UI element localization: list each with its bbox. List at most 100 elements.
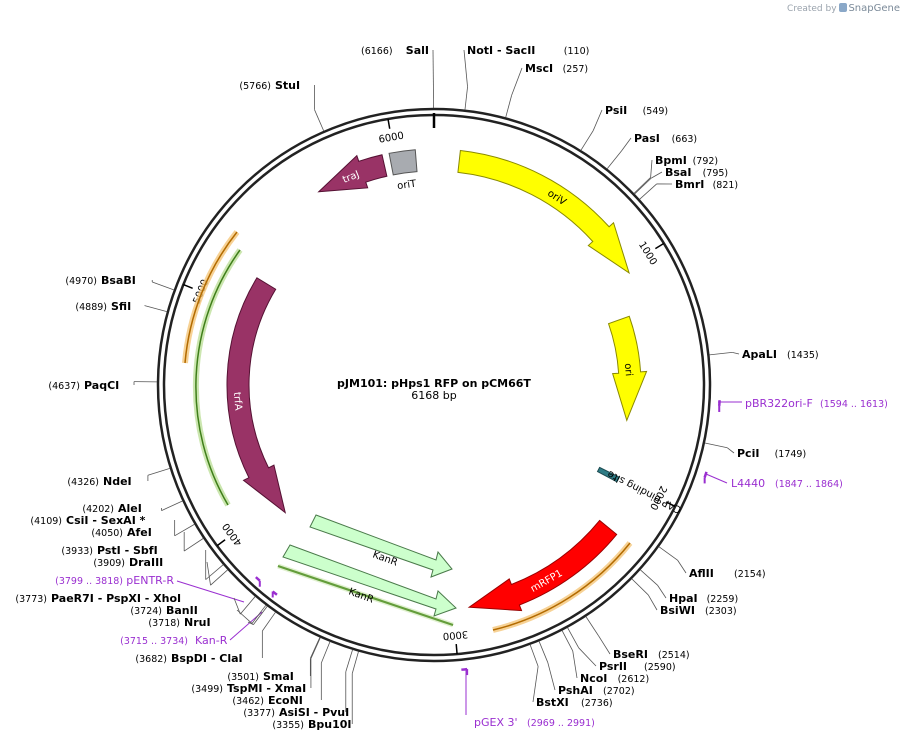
site-position: (4970) — [65, 276, 97, 287]
site-csii-sexai[interactable]: (4109)CsiI - SexAI * — [30, 514, 195, 537]
tick-mark — [183, 283, 193, 290]
site-name: TspMI - XmaI — [227, 682, 306, 695]
site-position: (110) — [564, 46, 590, 57]
site-name: PstI - SbfI — [97, 544, 158, 557]
site-name: PaqCI — [84, 379, 119, 392]
feature-oriV[interactable]: oriV — [457, 149, 630, 275]
site-bspdi-clai[interactable]: (3682)BspDI - ClaI — [135, 611, 276, 665]
site-position: (3909) — [93, 558, 125, 569]
site-name: NcoI — [580, 672, 607, 685]
backbone — [156, 107, 712, 663]
site-afei[interactable]: (4050)AfeI — [91, 526, 204, 552]
primer-pgex-3[interactable]: pGEX 3'(2969 .. 2991) — [461, 667, 595, 729]
site-name: BanII — [166, 604, 198, 617]
site-position: (2154) — [734, 569, 766, 580]
site-ndei[interactable]: (4326) NdeI — [67, 467, 170, 488]
site-position: (4109) — [30, 516, 62, 527]
primer-pbr322ori-f[interactable]: pBR322ori-F(1594 .. 1613) — [717, 397, 888, 412]
sites-layer: SalI(6166)NotI - SacII(110)MscI(257)PsiI… — [15, 44, 818, 731]
site-sali[interactable]: SalI(6166) — [361, 44, 434, 109]
site-pasi[interactable]: PasI(663) — [606, 132, 697, 170]
primer-range: (1847 .. 1864) — [775, 479, 843, 490]
snapgene-credit: Created by SnapGene — [787, 3, 900, 14]
tick-mark — [654, 242, 665, 250]
feature-cap-site[interactable]: CAP binding site — [596, 466, 683, 515]
feature-trfa[interactable]: trfA — [226, 277, 287, 514]
snapgene-logo-icon — [839, 3, 848, 12]
site-bstxi[interactable]: BstXI (2736) — [529, 644, 613, 709]
site-name: BstXI — [536, 696, 569, 709]
site-position: (4889) — [75, 302, 107, 313]
site-name: PsrII — [599, 660, 627, 673]
site-position: (1749) — [775, 449, 807, 460]
site-alei[interactable]: (4202) AleI — [82, 500, 183, 515]
site-position: (3773) — [15, 594, 47, 605]
feature-traj[interactable]: traJ — [317, 154, 388, 193]
site-position: (4202) — [82, 504, 114, 515]
site-sfii[interactable]: (4889)SfiI — [75, 300, 167, 313]
plasmid-title: pJM101: pHps1 RFP on pCM66T — [337, 377, 531, 390]
site-psii[interactable]: PsiI(549) — [580, 104, 668, 151]
site-name: PsiI — [605, 104, 627, 117]
site-asisi-pvui[interactable]: (3377)AsiSI - PvuI — [243, 649, 353, 719]
site-name: NdeI — [103, 475, 132, 488]
site-econi[interactable]: (3462)EcoNI — [232, 641, 331, 707]
feature-orit[interactable]: oriT — [388, 149, 418, 192]
feature-ori[interactable]: ori — [607, 315, 648, 422]
tick-label: 3000 — [442, 628, 468, 641]
site-ncoi[interactable]: NcoI(2612) — [561, 630, 649, 685]
site-bmri[interactable]: BmrI(821) — [639, 178, 739, 200]
plasmid-size: 6168 bp — [411, 389, 456, 402]
site-stui[interactable]: (5766) StuI — [239, 79, 325, 132]
primer-pentr-r[interactable]: pENTR-R(3799 .. 3818) — [55, 574, 261, 603]
credit-prefix: Created by — [787, 4, 837, 14]
site-name: BspDI - ClaI — [171, 652, 243, 665]
site-bpmi[interactable]: BpmI(792) — [633, 154, 719, 194]
site-position: (2259) — [707, 594, 739, 605]
site-name: AleI — [118, 502, 142, 515]
site-position: (257) — [563, 64, 589, 75]
tick-label: 6000 — [378, 131, 405, 146]
primer-l4440[interactable]: L4440(1847 .. 1864) — [703, 471, 843, 490]
site-hpai[interactable]: HpaI(2259) — [640, 569, 739, 605]
site-name: NruI — [184, 616, 211, 629]
site-tspmi-xmai[interactable]: (3499) TspMI - XmaI — [191, 637, 321, 695]
site-bsabi[interactable]: (4970) BsaBI — [65, 274, 174, 291]
site-banii[interactable]: (3724)BanII — [130, 604, 267, 624]
feature-label-ori: ori — [622, 363, 634, 377]
primer-kan-r[interactable]: (3715 .. 3734)Kan-R — [120, 590, 278, 647]
tick-label: 1000 — [636, 240, 659, 267]
site-psti-sbfi[interactable]: (3933)PstI - SbfI — [61, 544, 224, 580]
site-paqci[interactable]: (4637)PaqCI — [48, 379, 158, 392]
site-bpu10i[interactable]: (3355)Bpu10I — [272, 651, 359, 731]
site-position: (3499) — [191, 684, 223, 695]
site-aflii[interactable]: AflII(2154) — [658, 546, 766, 580]
site-apali[interactable]: ApaLI(1435) — [709, 348, 819, 361]
site-name: AfeI — [127, 526, 152, 539]
site-name: BsaBI — [101, 274, 136, 287]
site-noti-sacii[interactable]: NotI - SacII(110) — [463, 44, 590, 110]
site-position: (792) — [693, 156, 719, 167]
site-name: DraIII — [129, 556, 163, 569]
site-name: AsiSI - PvuI — [279, 706, 349, 719]
primer-range: (1594 .. 1613) — [820, 399, 888, 410]
site-psrii[interactable]: PsrII(2590) — [567, 627, 676, 673]
site-pshai[interactable]: PshAI(2702) — [538, 641, 635, 697]
site-nrui[interactable]: (3718)NruI — [148, 605, 268, 629]
site-position: (1435) — [787, 350, 819, 361]
site-bsai[interactable]: BsaI(795) — [634, 166, 729, 195]
site-bsiwi[interactable]: BsiWI(2303) — [631, 578, 737, 617]
site-position: (2736) — [581, 698, 613, 709]
site-pcii[interactable]: PciI(1749) — [704, 442, 807, 460]
site-position: (2514) — [658, 650, 690, 661]
site-position: (4326) — [67, 477, 99, 488]
site-draiii[interactable]: (3909) DraIII — [93, 556, 228, 586]
site-name: StuI — [275, 79, 300, 92]
site-position: (5766) — [239, 81, 271, 92]
site-bseri[interactable]: BseRI(2514) — [585, 616, 690, 661]
site-msci[interactable]: MscI(257) — [505, 62, 589, 118]
site-smai[interactable]: (3501)SmaI — [227, 637, 321, 683]
kanr-label-outer: KanR — [347, 586, 375, 605]
site-paer7i-pspxi-xhoi[interactable]: (3773)PaeR7I - PspXI - XhoI — [15, 592, 256, 615]
feature-mrfp1[interactable]: mRFP1 — [467, 519, 618, 612]
